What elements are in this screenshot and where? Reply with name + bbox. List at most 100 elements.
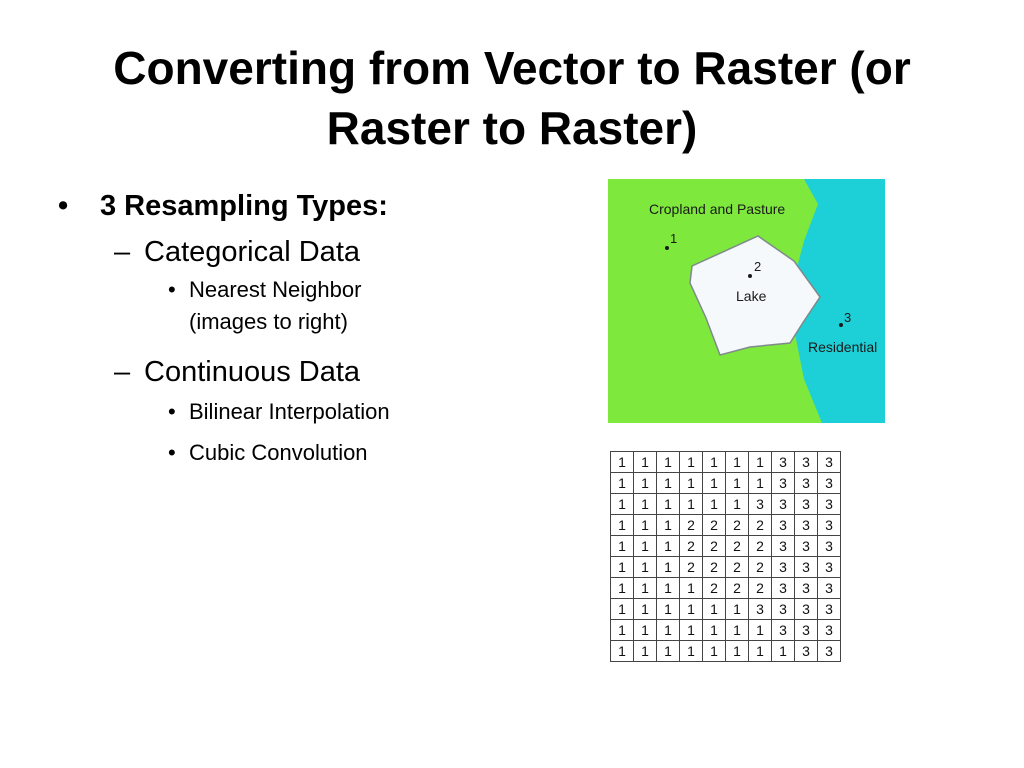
raster-cell: 1 — [610, 577, 634, 599]
bullet-mark: • — [168, 399, 176, 424]
raster-cell: 2 — [679, 514, 703, 536]
raster-cell: 2 — [702, 514, 726, 536]
raster-cell: 3 — [817, 493, 841, 515]
slide-title: Converting from Vector to Raster (or Ras… — [113, 42, 911, 154]
raster-cell: 1 — [610, 514, 634, 536]
raster-cell: 1 — [610, 535, 634, 557]
raster-cell: 1 — [702, 493, 726, 515]
item-bilinear: • Bilinear Interpolation — [58, 396, 578, 428]
point-1-label: 1 — [670, 231, 678, 246]
cropland-label: Cropland and Pasture — [649, 201, 786, 217]
raster-cell: 2 — [702, 577, 726, 599]
raster-cell: 1 — [679, 619, 703, 641]
raster-cell: 3 — [771, 535, 795, 557]
raster-cell: 1 — [610, 619, 634, 641]
raster-cell: 1 — [771, 640, 795, 662]
raster-cell: 1 — [725, 451, 749, 473]
raster-cell: 3 — [794, 472, 818, 494]
raster-cell: 3 — [817, 556, 841, 578]
raster-cell: 1 — [725, 619, 749, 641]
raster-cell: 1 — [725, 640, 749, 662]
raster-cell: 3 — [771, 514, 795, 536]
raster-cell: 3 — [771, 619, 795, 641]
raster-cell: 1 — [702, 619, 726, 641]
raster-cell: 3 — [817, 577, 841, 599]
raster-cell: 1 — [610, 472, 634, 494]
bullet-mark: • — [168, 440, 176, 465]
raster-cell: 3 — [794, 640, 818, 662]
sub-bullet-categorical: – Categorical Data — [58, 232, 578, 272]
raster-cell: 1 — [610, 493, 634, 515]
dash-mark: – — [114, 236, 131, 268]
raster-cell: 1 — [679, 640, 703, 662]
lake-area — [689, 235, 821, 356]
raster-cell: 1 — [702, 640, 726, 662]
raster-cell: 1 — [656, 640, 680, 662]
raster-cell: 1 — [702, 451, 726, 473]
raster-cell: 3 — [817, 514, 841, 536]
raster-cell: 1 — [725, 493, 749, 515]
raster-cell: 3 — [794, 577, 818, 599]
raster-cell: 1 — [633, 640, 657, 662]
raster-cell: 3 — [817, 472, 841, 494]
vector-land-use-map: Cropland and Pasture 1 2 Lake 3 Resident… — [608, 179, 885, 423]
raster-cell: 2 — [748, 556, 772, 578]
raster-cell: 2 — [702, 556, 726, 578]
raster-cell: 2 — [725, 535, 749, 557]
raster-cell: 1 — [679, 493, 703, 515]
raster-cell: 1 — [633, 472, 657, 494]
raster-cell: 1 — [725, 472, 749, 494]
bullet-mark: • — [58, 190, 69, 222]
raster-cell: 1 — [679, 451, 703, 473]
raster-cell: 2 — [748, 514, 772, 536]
raster-cell: 3 — [817, 451, 841, 473]
raster-cell: 1 — [610, 451, 634, 473]
point-2-label: 2 — [754, 259, 762, 274]
raster-cell: 3 — [794, 556, 818, 578]
raster-cell: 1 — [679, 598, 703, 620]
lake-label: Lake — [736, 288, 767, 304]
raster-cell: 1 — [702, 472, 726, 494]
raster-cell: 3 — [794, 598, 818, 620]
raster-cell: 1 — [679, 577, 703, 599]
raster-cell: 1 — [656, 493, 680, 515]
raster-cell: 1 — [656, 451, 680, 473]
raster-cell: 1 — [656, 577, 680, 599]
raster-cell: 3 — [794, 493, 818, 515]
item-cubic: • Cubic Convolution — [58, 437, 578, 469]
raster-cell: 3 — [794, 619, 818, 641]
raster-cell: 1 — [633, 577, 657, 599]
bullet-heading-text: 3 Resampling Types: — [100, 190, 388, 222]
point-3-label: 3 — [844, 310, 852, 325]
raster-cell: 1 — [633, 535, 657, 557]
item-text: Bilinear Interpolation — [189, 399, 390, 424]
raster-cell: 1 — [748, 451, 772, 473]
raster-cell: 2 — [748, 577, 772, 599]
raster-cell: 2 — [702, 535, 726, 557]
raster-cell: 2 — [748, 535, 772, 557]
point-1-dot — [665, 246, 669, 250]
raster-cell: 3 — [771, 598, 795, 620]
dash-mark: – — [114, 356, 131, 388]
raster-cell: 1 — [633, 493, 657, 515]
raster-cell: 3 — [817, 535, 841, 557]
raster-cell: 1 — [656, 619, 680, 641]
raster-cell: 1 — [656, 598, 680, 620]
raster-cell: 3 — [771, 556, 795, 578]
point-2-dot — [748, 274, 752, 278]
point-3-dot — [839, 323, 843, 327]
bullet-list: • 3 Resampling Types: – Categorical Data… — [58, 186, 578, 469]
item-text: Cubic Convolution — [189, 440, 368, 465]
item-nearest-neighbor: • Nearest Neighbor (images to right) — [58, 274, 578, 338]
raster-cell: 1 — [656, 556, 680, 578]
raster-cell: 1 — [725, 598, 749, 620]
raster-cell: 2 — [679, 535, 703, 557]
residential-area — [794, 179, 885, 423]
